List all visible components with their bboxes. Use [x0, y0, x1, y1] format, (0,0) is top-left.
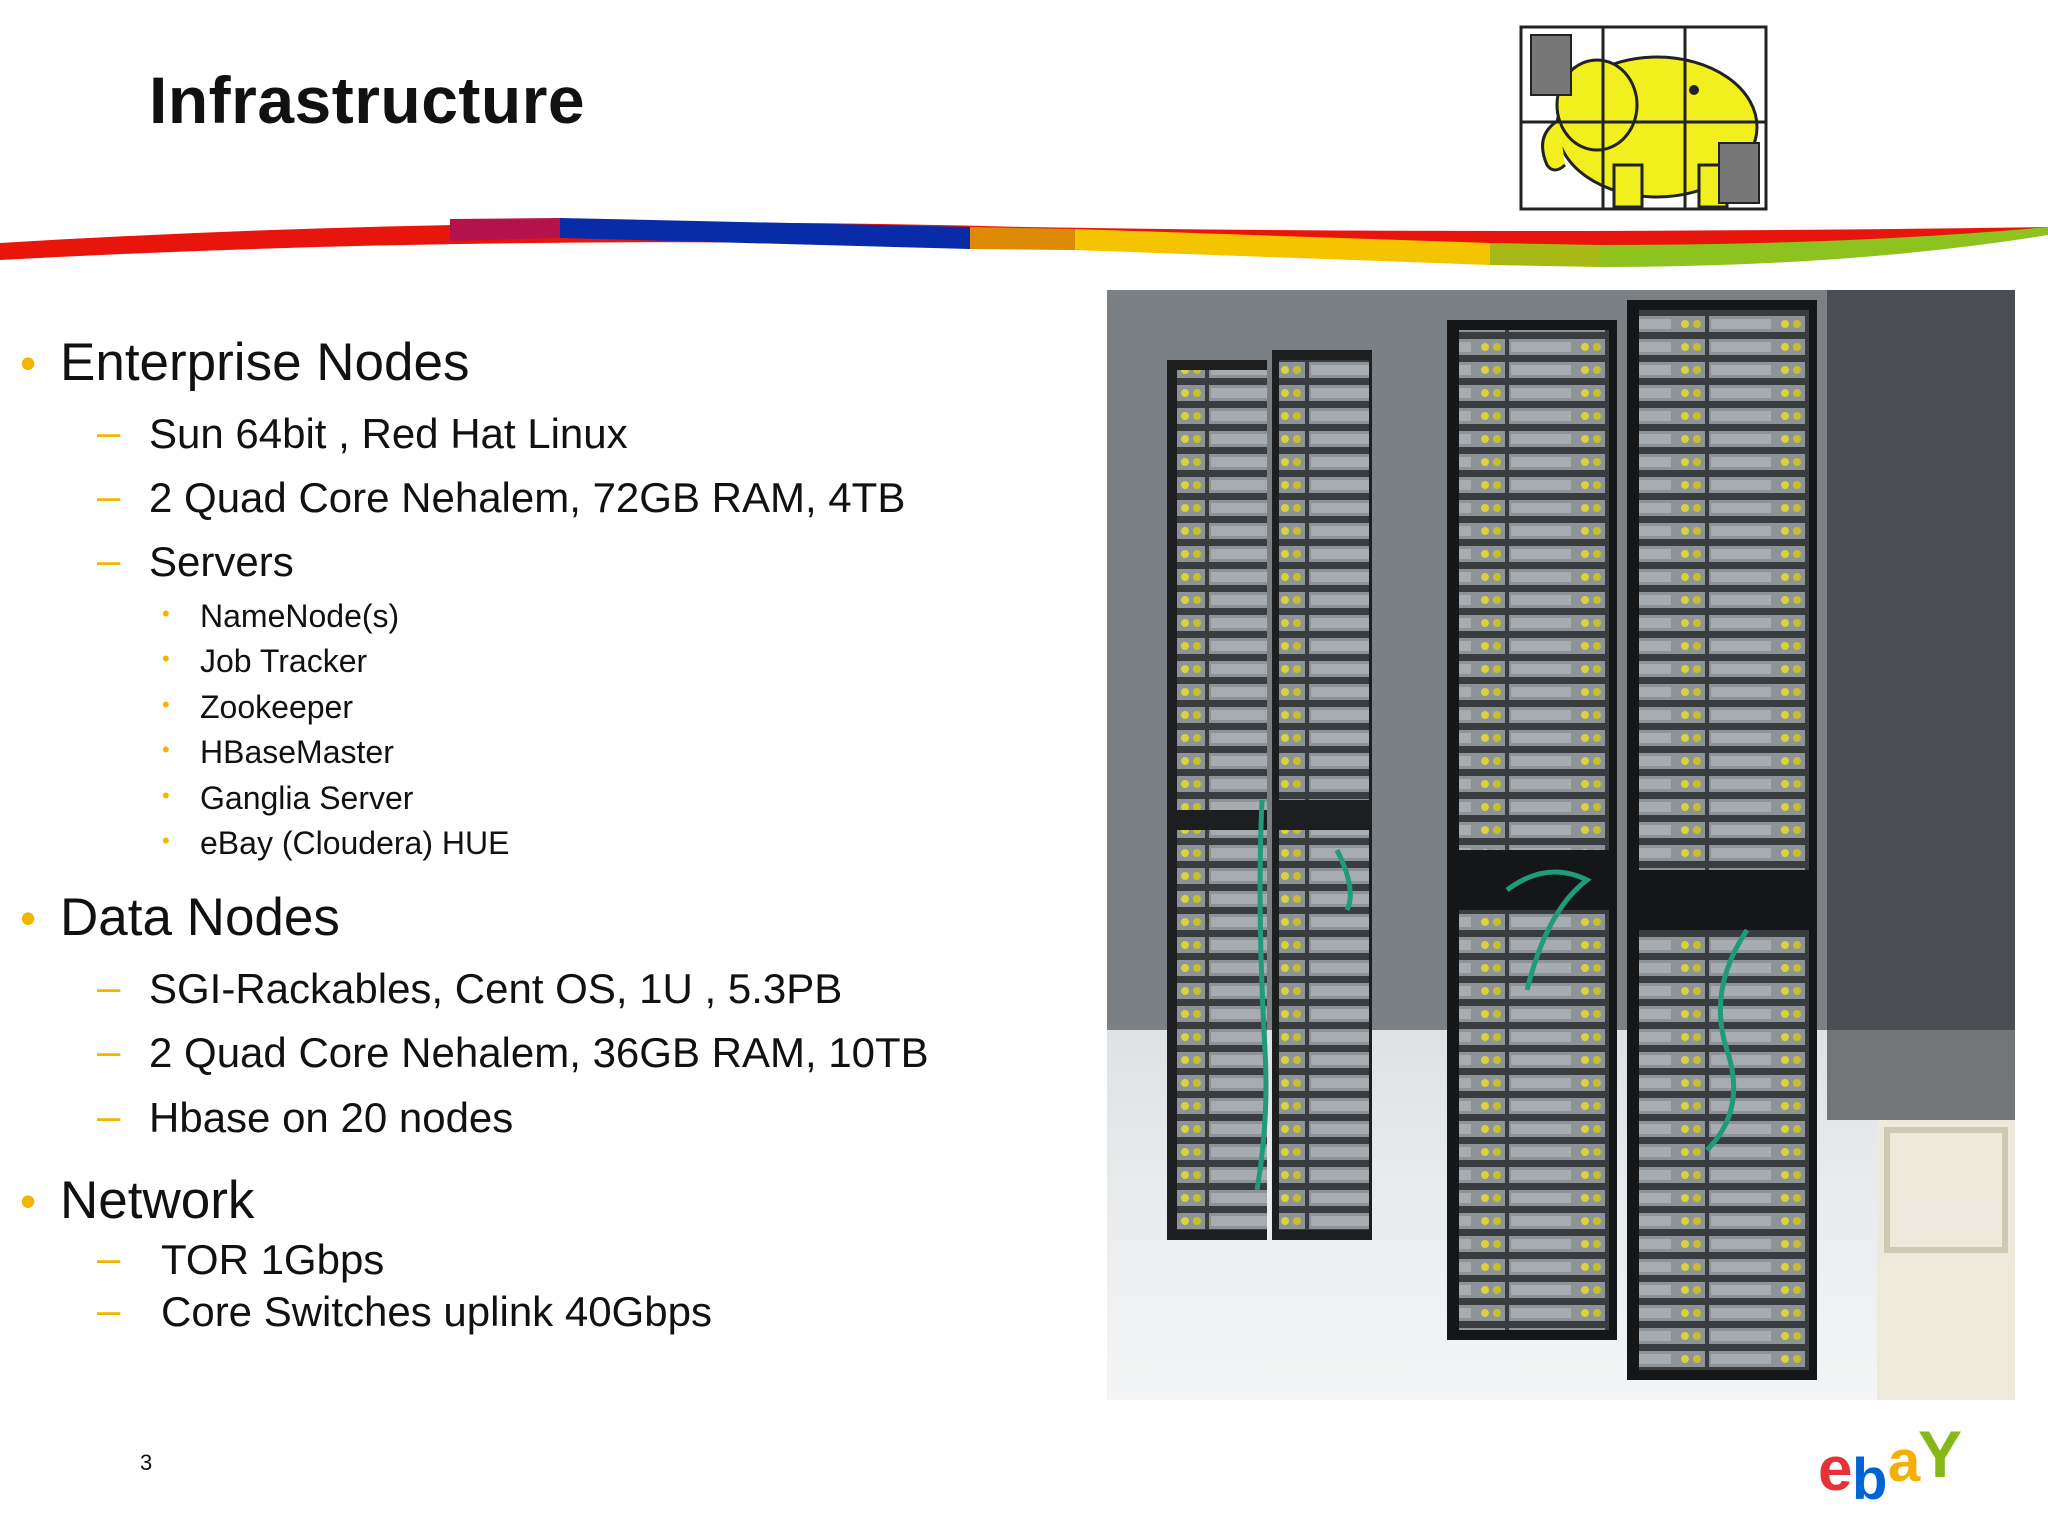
dash-bullet-icon: – — [97, 1234, 121, 1281]
sub-list-item-text: eBay (Cloudera) HUE — [200, 825, 510, 861]
sub-list-item: • Ganglia Server — [162, 780, 414, 817]
section-heading: Enterprise Nodes — [60, 333, 470, 392]
list-item: – Hbase on 20 nodes — [97, 1092, 514, 1142]
color-swoosh-divider — [0, 218, 2048, 267]
bullet-icon: • — [20, 892, 37, 944]
section-network: • Network — [20, 1170, 255, 1231]
bullet-icon: • — [162, 646, 170, 671]
list-item: – 2 Quad Core Nehalem, 36GB RAM, 10TB — [97, 1027, 929, 1077]
dash-bullet-icon: – — [97, 408, 121, 455]
dash-bullet-icon: – — [97, 1092, 121, 1139]
list-item-text: TOR 1Gbps — [161, 1236, 385, 1283]
list-item: – 2 Quad Core Nehalem, 72GB RAM, 4TB — [97, 472, 906, 522]
section-heading: Data Nodes — [60, 888, 340, 947]
dash-bullet-icon: – — [97, 1027, 121, 1074]
sub-list-item-text: Ganglia Server — [200, 780, 414, 816]
sub-list-item-text: Job Tracker — [200, 643, 368, 679]
list-item: – Core Switches uplink 40Gbps — [97, 1286, 712, 1336]
list-item-text: 2 Quad Core Nehalem, 72GB RAM, 4TB — [149, 474, 906, 521]
sub-list-item-text: NameNode(s) — [200, 598, 400, 634]
list-item-text: Servers — [149, 538, 294, 585]
section-enterprise-nodes: • Enterprise Nodes — [20, 332, 470, 393]
sub-list-item-text: Zookeeper — [200, 689, 353, 725]
bullet-icon: • — [162, 601, 170, 626]
list-item-text: Hbase on 20 nodes — [149, 1094, 514, 1141]
dash-bullet-icon: – — [97, 963, 121, 1010]
bullet-icon: • — [162, 737, 170, 762]
sub-list-item: • eBay (Cloudera) HUE — [162, 825, 510, 862]
sub-list-item-text: HBaseMaster — [200, 734, 394, 770]
sub-list-item: • NameNode(s) — [162, 598, 400, 635]
ebay-logo: e b a Y — [1818, 1417, 1963, 1512]
bullet-icon: • — [162, 692, 170, 717]
bullet-icon: • — [162, 828, 170, 853]
bullet-icon: • — [20, 1175, 37, 1227]
list-item: – SGI-Rackables, Cent OS, 1U , 5.3PB — [97, 963, 843, 1013]
list-item: – Servers — [97, 536, 294, 586]
page-number: 3 — [140, 1450, 153, 1475]
dash-bullet-icon: – — [97, 472, 121, 519]
slide-title: Infrastructure — [149, 63, 586, 137]
dash-bullet-icon: – — [97, 1286, 121, 1333]
list-item: – TOR 1Gbps — [97, 1234, 385, 1284]
sub-list-item: • HBaseMaster — [162, 734, 394, 771]
sub-list-item: • Zookeeper — [162, 689, 353, 726]
section-data-nodes: • Data Nodes — [20, 887, 340, 948]
list-item-text: SGI-Rackables, Cent OS, 1U , 5.3PB — [149, 965, 843, 1012]
hadoop-elephant-logo — [1519, 25, 1768, 211]
bullet-icon: • — [162, 783, 170, 808]
bullet-icon: • — [20, 337, 37, 389]
section-heading: Network — [60, 1171, 255, 1230]
sub-list-item: • Job Tracker — [162, 643, 368, 680]
list-item-text: 2 Quad Core Nehalem, 36GB RAM, 10TB — [149, 1029, 929, 1076]
dash-bullet-icon: – — [97, 536, 121, 583]
server-racks-photo — [1107, 290, 2015, 1400]
list-item-text: Core Switches uplink 40Gbps — [161, 1288, 712, 1335]
list-item: – Sun 64bit , Red Hat Linux — [97, 408, 628, 458]
list-item-text: Sun 64bit , Red Hat Linux — [149, 410, 628, 457]
